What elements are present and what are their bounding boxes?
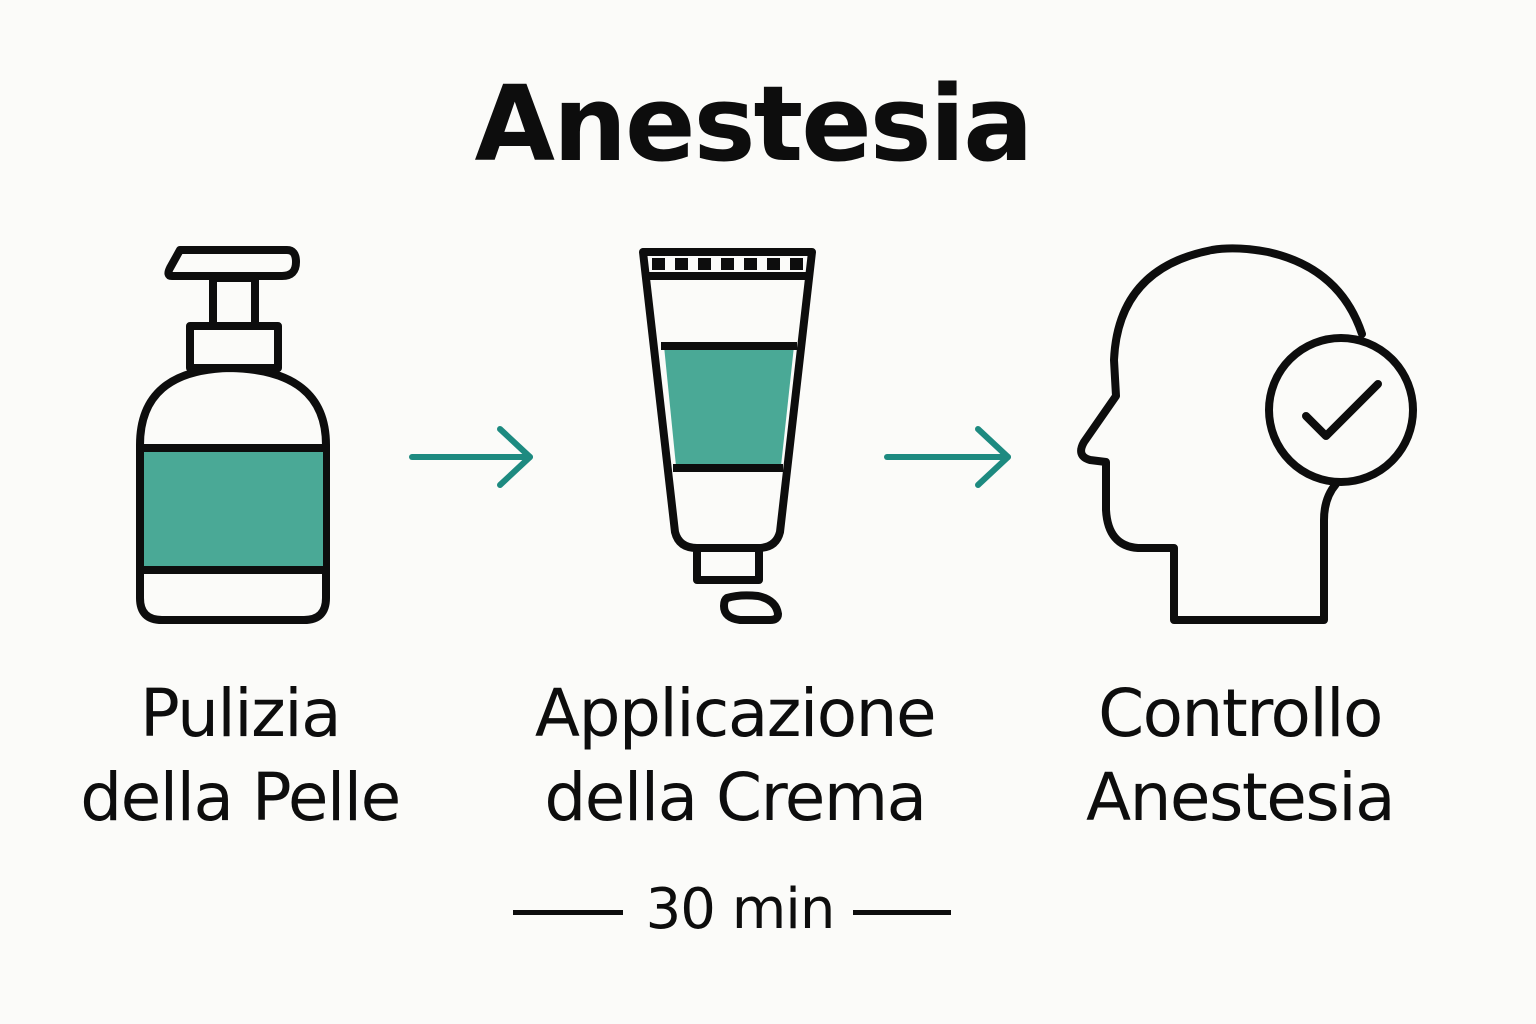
step-label-line: Pulizia [139, 675, 342, 752]
step-label-line: Anestesia [1085, 759, 1396, 836]
step-label-check: Controllo Anestesia [1040, 672, 1440, 840]
step-label-line: della Crema [544, 759, 927, 836]
duration-rule-right [853, 910, 951, 915]
duration-rule-left [513, 910, 623, 915]
step-label-application: Applicazione della Crema [500, 672, 970, 840]
step-label-line: Applicazione [534, 675, 937, 752]
step-label-cleaning: Pulizia della Pelle [40, 672, 440, 840]
page-title: Anestesia [474, 63, 1034, 185]
step-label-line: Controllo [1098, 675, 1383, 752]
step-label-line: della Pelle [80, 759, 401, 836]
duration-label: 30 min [645, 877, 836, 942]
